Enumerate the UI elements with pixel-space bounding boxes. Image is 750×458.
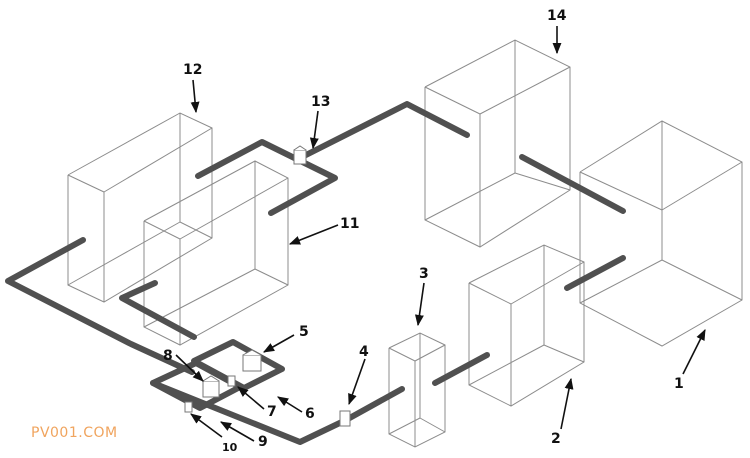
box-14: [424, 39, 571, 248]
pipe-supply-main: [297, 101, 470, 161]
callout-9: 9: [258, 434, 268, 450]
valve-5: [242, 349, 262, 372]
callout-11: 11: [340, 216, 359, 232]
fitting-4: [339, 410, 351, 427]
callout-10: 10: [222, 441, 238, 454]
valve-10: [184, 401, 193, 413]
pipe-box14-to-box1: [519, 154, 626, 214]
callout-3: 3: [419, 266, 429, 282]
box-1: [579, 120, 743, 347]
callout-8: 8: [163, 348, 173, 364]
pipe-box11-outlet: [119, 280, 197, 340]
callout-13: 13: [311, 94, 330, 110]
pipe-to-fitting-4: [150, 380, 405, 445]
box-2: [468, 244, 585, 407]
pipe-box3-to-box2: [432, 352, 490, 386]
callout-6: 6: [305, 406, 315, 422]
callout-7: 7: [267, 404, 277, 420]
box-11: [143, 160, 289, 346]
callout-12: 12: [183, 62, 202, 78]
box-3: [388, 332, 446, 448]
callout-5: 5: [299, 324, 309, 340]
valve-7: [227, 375, 236, 387]
callout-labels: 1 2 3 4 5 6 7 8 9 10 11 12 13 14: [163, 8, 684, 454]
leader-lines: [175, 26, 706, 442]
pipe-network: [5, 101, 626, 445]
callout-4: 4: [359, 344, 369, 360]
pipe-left-loop: [5, 237, 195, 375]
callout-14: 14: [547, 8, 567, 24]
callout-2: 2: [551, 431, 561, 447]
valve-13: [293, 145, 307, 165]
watermark: PV001.COM: [31, 425, 118, 441]
box-12: [67, 112, 213, 303]
pipe-box1-to-box2: [564, 255, 626, 291]
valve-8: [202, 375, 220, 398]
callout-1: 1: [674, 376, 684, 392]
